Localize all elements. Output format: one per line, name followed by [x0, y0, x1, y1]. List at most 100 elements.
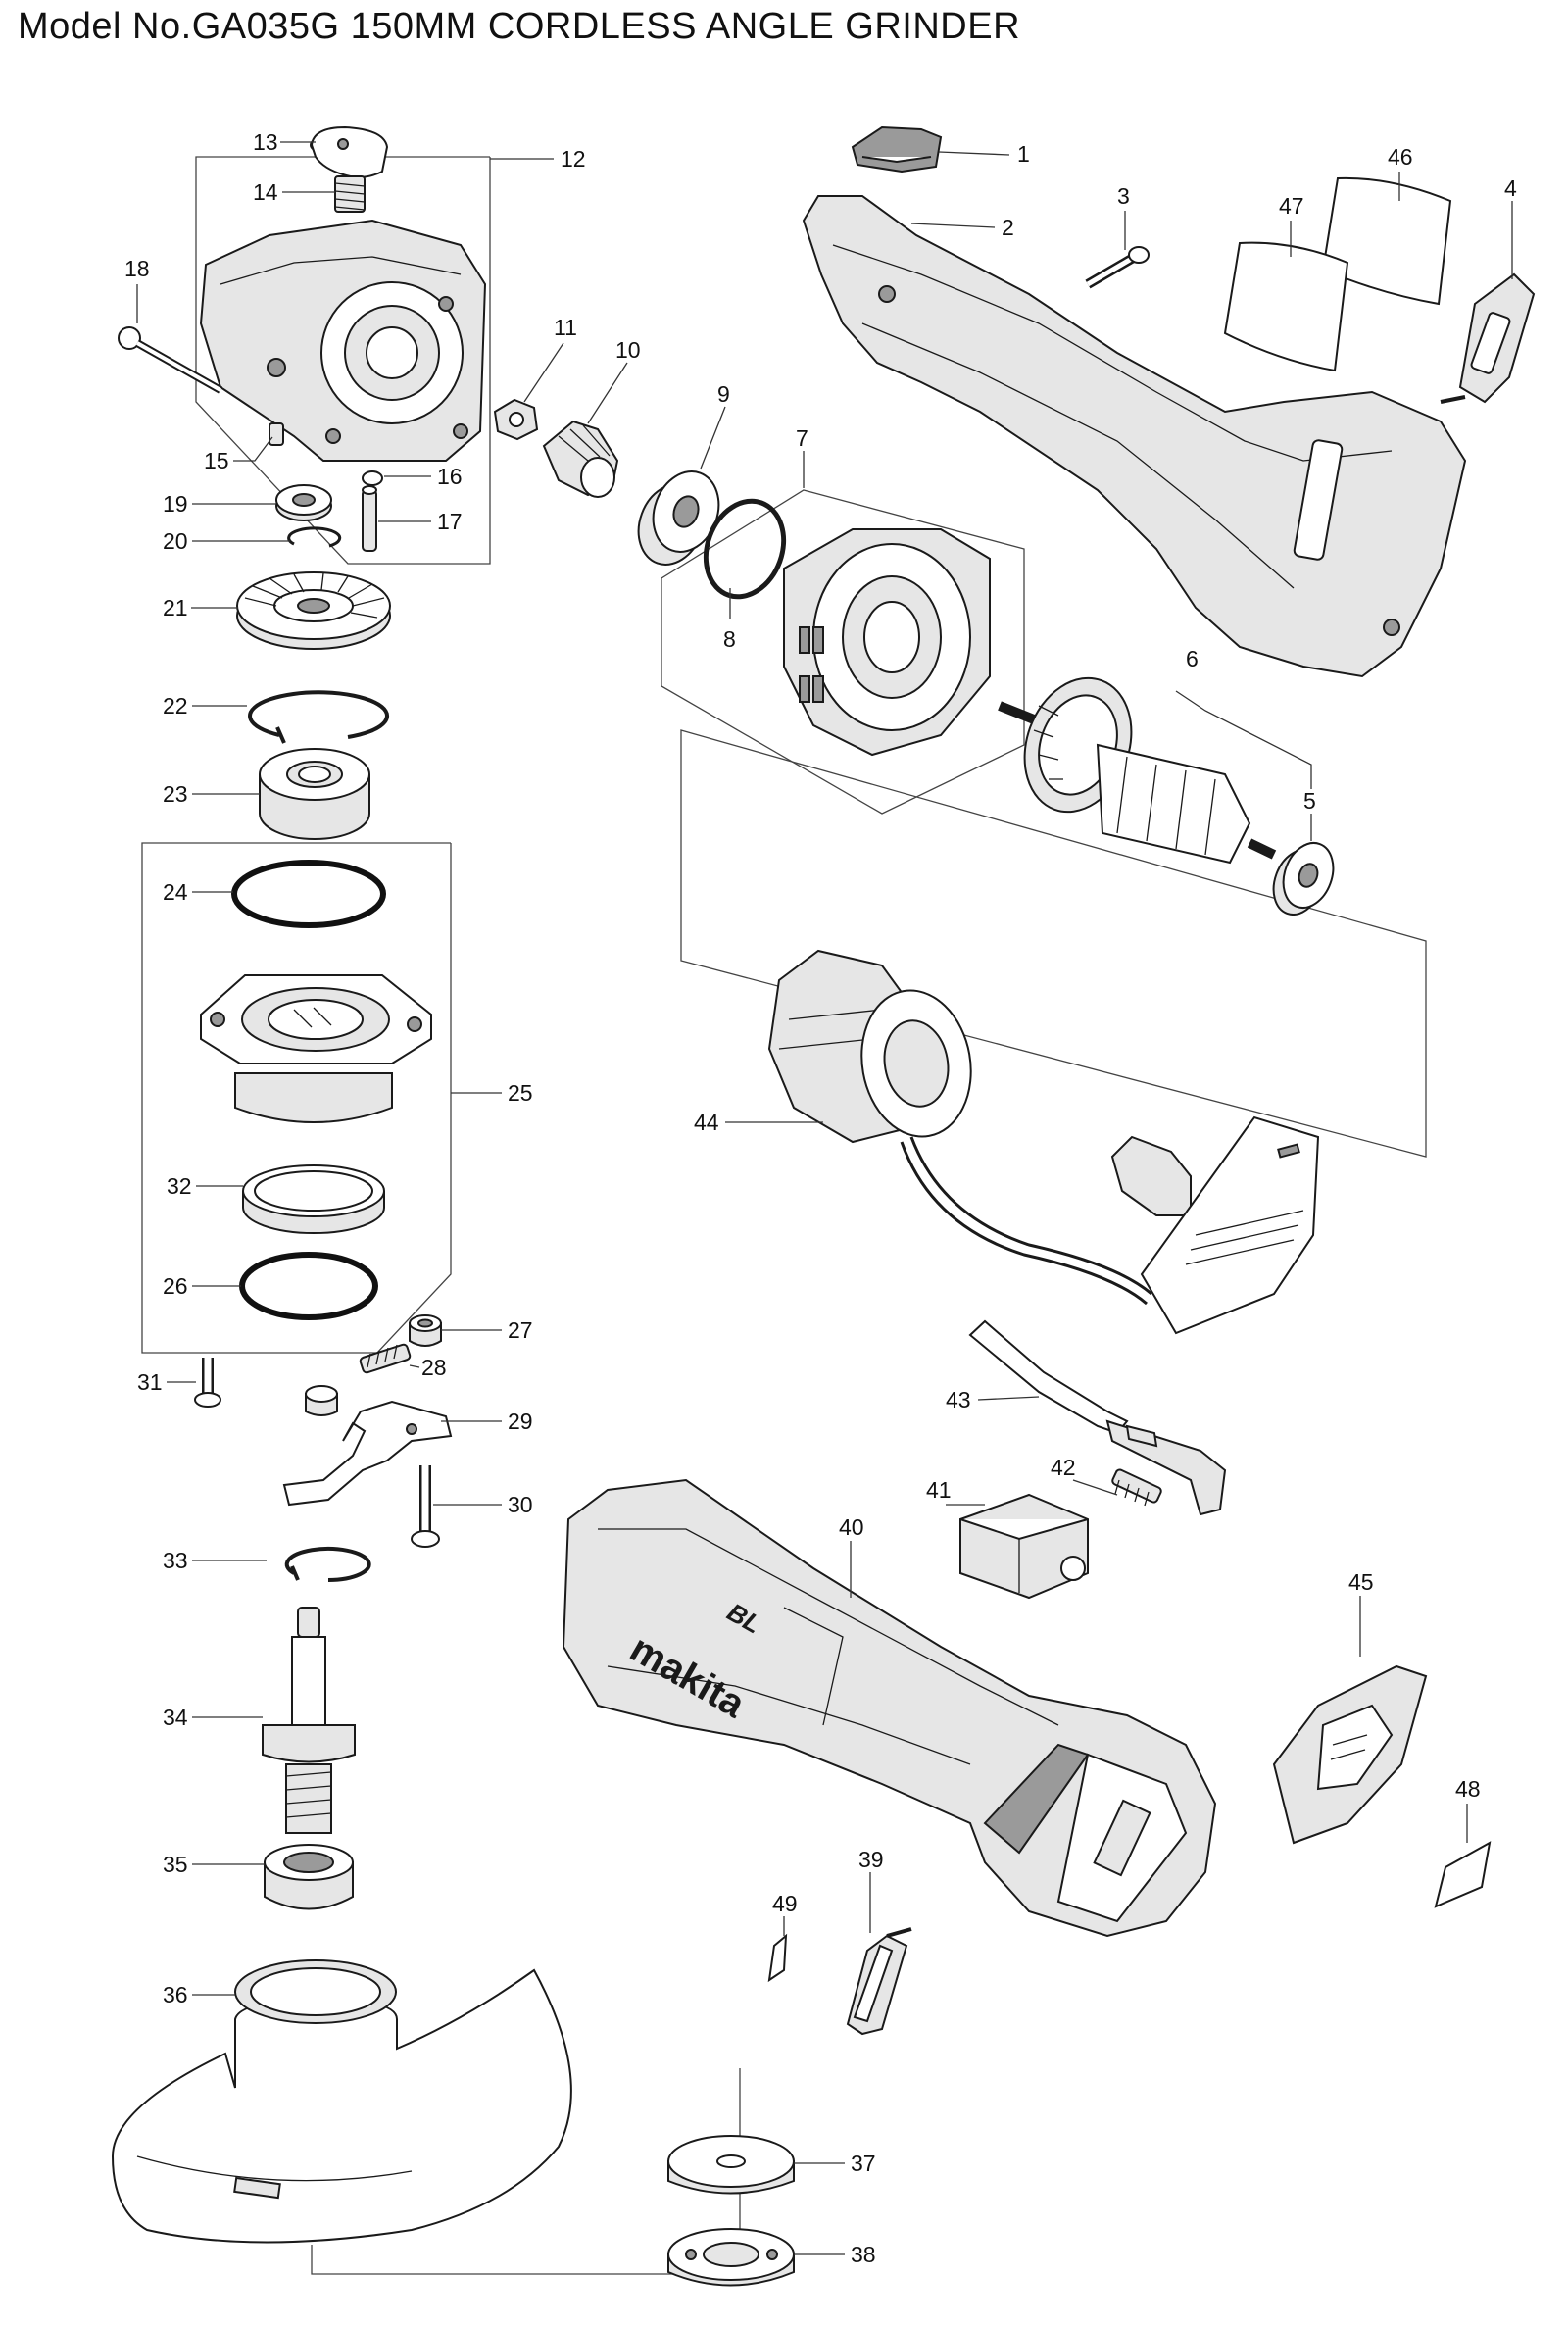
part-number-12: 12 — [561, 146, 586, 172]
leader-43 — [977, 1396, 1040, 1401]
part-number-22: 22 — [163, 693, 188, 718]
part-48-label — [1434, 1841, 1492, 1908]
part-number-8: 8 — [723, 626, 736, 652]
part-33-snap-ring — [284, 1547, 371, 1582]
group-box-7 — [661, 489, 1025, 815]
part-number-14: 14 — [253, 179, 278, 205]
part-36-wheel-guard — [111, 1959, 572, 2244]
leader-9 — [700, 406, 726, 470]
part-37-inner-flange — [667, 2135, 795, 2195]
leader-6 — [1175, 690, 1312, 789]
part-34-spindle — [262, 1607, 356, 1834]
part-31-screw — [194, 1358, 221, 1408]
part-number-36: 36 — [163, 1982, 188, 2007]
part-7-bearing-retainer — [783, 528, 991, 757]
part-number-3: 3 — [1117, 183, 1130, 209]
part-number-31: 31 — [137, 1369, 163, 1395]
part-29-lever — [282, 1385, 453, 1507]
part-28-spring — [359, 1343, 412, 1374]
part-8-o-ring — [703, 498, 787, 600]
part-30-screw — [411, 1465, 440, 1548]
part-21-bevel-gear — [236, 571, 391, 650]
part-16-ring — [362, 470, 383, 486]
part-number-29: 29 — [508, 1409, 533, 1434]
part-46-label — [1321, 176, 1452, 306]
part-number-19: 19 — [163, 491, 188, 517]
part-number-20: 20 — [163, 528, 188, 554]
part-43-switch-lever — [968, 1319, 1227, 1516]
part-47-label — [1223, 241, 1349, 372]
part-42-spring — [1111, 1468, 1162, 1507]
part-number-27: 27 — [508, 1317, 533, 1343]
leader-28 — [409, 1364, 420, 1368]
part-number-33: 33 — [163, 1548, 188, 1573]
part-9-bearing — [637, 470, 720, 566]
part-number-23: 23 — [163, 781, 188, 807]
leader-42 — [1072, 1479, 1118, 1496]
part-3-screw — [1085, 246, 1150, 289]
part-22-retaining-ring — [248, 690, 389, 744]
part-40-main-housing: makita BL — [562, 1478, 1217, 1938]
part-number-17: 17 — [437, 509, 463, 534]
part-number-4: 4 — [1504, 175, 1517, 201]
part-12-gear-housing — [199, 219, 487, 462]
part-2-housing — [802, 195, 1467, 678]
part-number-47: 47 — [1279, 193, 1304, 219]
part-number-44: 44 — [694, 1110, 719, 1135]
leader-1 — [938, 151, 1010, 156]
part-number-43: 43 — [946, 1387, 971, 1412]
part-number-11: 11 — [554, 315, 577, 340]
part-17-pin — [362, 485, 377, 552]
part-number-13: 13 — [253, 129, 278, 155]
part-44-stator — [767, 949, 1320, 1335]
part-number-34: 34 — [163, 1705, 188, 1730]
part-number-9: 9 — [717, 381, 730, 407]
part-11-nut — [493, 398, 539, 441]
page-title: Model No.GA035G 150MM CORDLESS ANGLE GRI… — [18, 6, 1021, 47]
part-number-10: 10 — [615, 337, 641, 363]
part-number-30: 30 — [508, 1492, 533, 1517]
leader-2 — [910, 223, 996, 228]
part-number-26: 26 — [163, 1273, 188, 1299]
part-4-plate — [1440, 272, 1536, 404]
part-19-bearing — [275, 484, 332, 521]
part-number-7: 7 — [796, 425, 808, 451]
part-number-24: 24 — [163, 879, 188, 905]
part-number-42: 42 — [1051, 1455, 1076, 1480]
part-45-terminal-holder — [1272, 1664, 1428, 1845]
part-number-18: 18 — [124, 256, 150, 281]
part-27-nut — [409, 1314, 442, 1347]
part-number-39: 39 — [858, 1847, 884, 1872]
part-35-collar — [264, 1844, 354, 1910]
part-number-2: 2 — [1002, 215, 1014, 240]
leader-11 — [523, 342, 564, 403]
group-box-motor — [680, 729, 1427, 1158]
leader-10 — [587, 362, 628, 424]
part-1-button — [851, 125, 943, 173]
part-18-screw — [118, 326, 222, 394]
part-number-48: 48 — [1455, 1776, 1481, 1802]
part-24-o-ring — [231, 860, 386, 928]
part-number-16: 16 — [437, 464, 463, 489]
part-23-bearing — [259, 748, 370, 840]
part-number-32: 32 — [167, 1173, 192, 1199]
group-box-12 — [195, 156, 491, 565]
part-6-rotor — [998, 676, 1277, 865]
part-10-fan-nut — [542, 420, 619, 498]
part-number-21: 21 — [163, 595, 188, 620]
part-49-label — [767, 1933, 788, 1983]
part-32-ring — [242, 1164, 385, 1234]
part-41-switch — [959, 1493, 1089, 1600]
leader-15 — [233, 436, 273, 462]
part-20-snap-ring — [287, 526, 342, 548]
part-39-frame — [846, 1927, 912, 2036]
part-5-bearing — [1272, 842, 1335, 916]
part-number-28: 28 — [421, 1355, 447, 1380]
part-number-46: 46 — [1388, 144, 1413, 170]
part-number-49: 49 — [772, 1891, 798, 1916]
part-number-25: 25 — [508, 1080, 533, 1106]
group-box-25 — [141, 842, 452, 1354]
part-number-6: 6 — [1186, 646, 1199, 671]
part-number-15: 15 — [204, 448, 229, 473]
